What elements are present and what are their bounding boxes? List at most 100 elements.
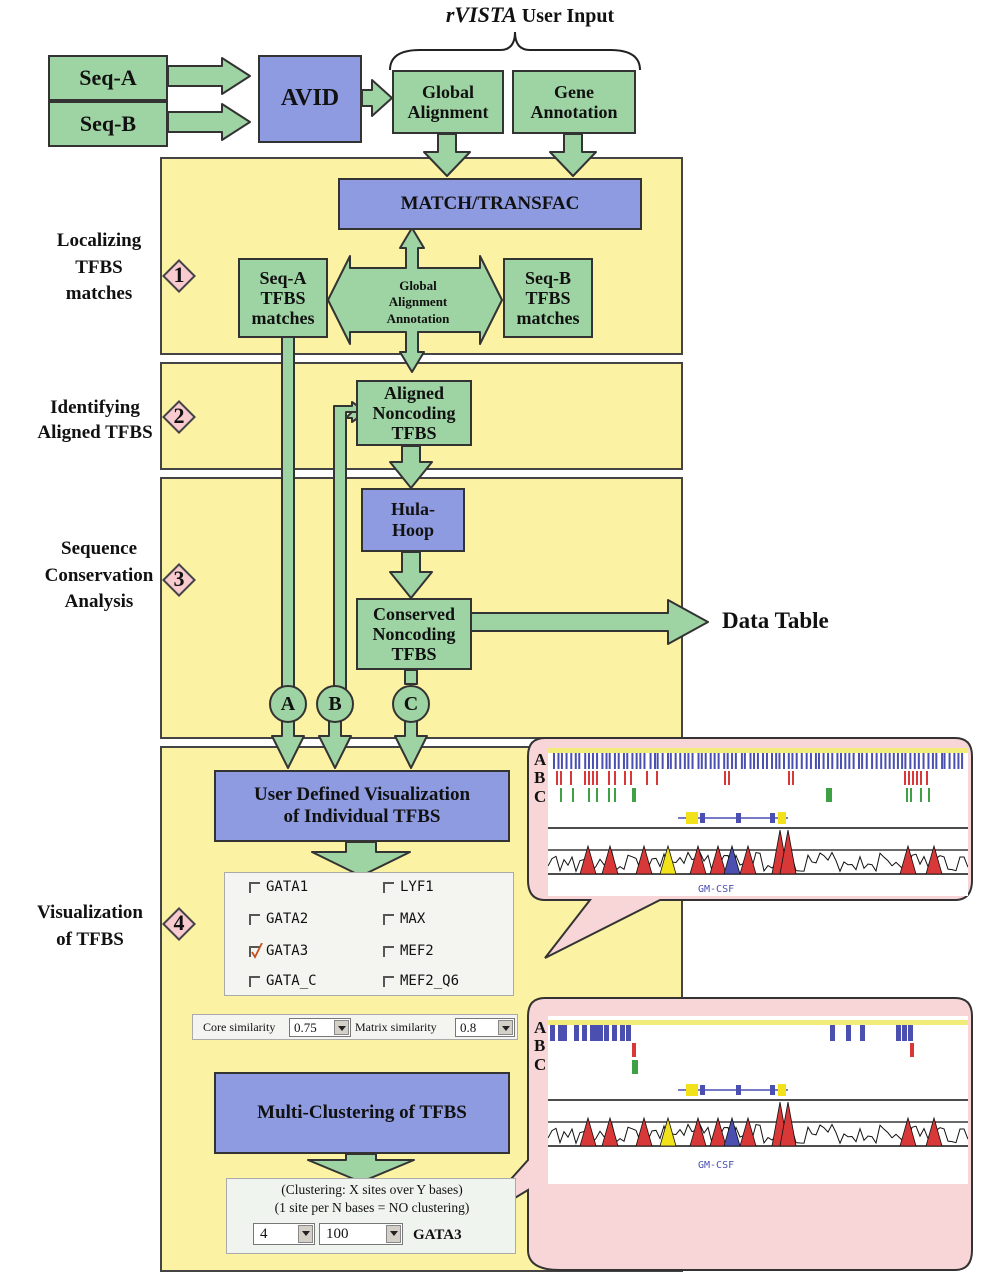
track-b-mark bbox=[584, 771, 586, 785]
track-b-mark bbox=[728, 771, 730, 785]
track-b-mark bbox=[646, 771, 648, 785]
stage3-label: Sequence Conservation Analysis bbox=[44, 538, 154, 613]
track-a-mark bbox=[557, 753, 560, 769]
conservation-peak bbox=[709, 1116, 727, 1147]
track-b-mark bbox=[724, 771, 726, 785]
title-rest: User Input bbox=[516, 5, 615, 27]
track-c-mark bbox=[634, 1060, 636, 1074]
checkbox-gata-c[interactable]: GATA_C bbox=[249, 973, 317, 989]
track-a-mark bbox=[948, 753, 951, 769]
conservation-peak bbox=[659, 1116, 677, 1147]
track-a-mark bbox=[904, 753, 907, 769]
track-b-mark bbox=[614, 771, 616, 785]
track-a-mark bbox=[622, 753, 625, 769]
checkbox-gata2-box[interactable] bbox=[249, 913, 260, 925]
track-a-mark bbox=[913, 753, 916, 769]
line-a bbox=[281, 335, 295, 691]
data-table-label: Data Table bbox=[722, 608, 829, 633]
track-a-mark bbox=[613, 753, 616, 769]
chevron-down-icon[interactable] bbox=[334, 1020, 349, 1035]
track-a-mark bbox=[830, 1025, 835, 1041]
connector-c: C bbox=[392, 685, 430, 723]
track-a-mark bbox=[608, 753, 611, 769]
track-a-mark bbox=[860, 1025, 865, 1041]
conservation-peak bbox=[601, 1116, 619, 1147]
tfbs-checkbox-panel: GATA1 LYF1 GATA2 MAX GATA3 MEF2 GATA_C M… bbox=[224, 872, 514, 996]
checkbox-gata3-box[interactable] bbox=[249, 942, 263, 959]
track-b-mark bbox=[904, 771, 906, 785]
stage1-label: Localizing TFBS matches bbox=[56, 230, 142, 305]
core-similarity-select[interactable]: 0.75 bbox=[289, 1018, 351, 1037]
avid-box: AVID bbox=[258, 55, 362, 143]
checkbox-lyf1-box[interactable] bbox=[383, 881, 394, 893]
track-a-mark bbox=[753, 753, 756, 769]
track-a-mark bbox=[626, 753, 629, 769]
conservation-peak bbox=[925, 844, 943, 875]
checkbox-mef2-box[interactable] bbox=[383, 945, 394, 957]
global-alignment-box: Global Alignment bbox=[392, 70, 504, 134]
track-a-mark bbox=[723, 753, 726, 769]
cluster-y-value: 100 bbox=[326, 1226, 349, 1242]
chevron-down-icon[interactable] bbox=[298, 1225, 313, 1243]
cluster-y-select[interactable]: 100 bbox=[319, 1223, 403, 1245]
track-a-mark bbox=[643, 753, 646, 769]
checkbox-mef2-label: MEF2 bbox=[400, 943, 434, 959]
checkbox-mef2-q6-box[interactable] bbox=[383, 975, 394, 987]
checkbox-mef2[interactable]: MEF2 bbox=[383, 943, 434, 959]
track-a-mark bbox=[817, 753, 820, 769]
track-a-mark bbox=[591, 753, 594, 769]
track-a-mark bbox=[578, 753, 581, 769]
arrow-seqb-avid bbox=[167, 103, 251, 141]
track-a-mark bbox=[631, 753, 634, 769]
track-a-mark bbox=[605, 753, 608, 769]
track-a-mark bbox=[612, 1025, 617, 1041]
checkbox-gata-c-box[interactable] bbox=[249, 975, 260, 987]
track-b-mark bbox=[624, 771, 626, 785]
gene-exon bbox=[700, 813, 705, 823]
top-row-label-a: A bbox=[534, 750, 547, 769]
checkbox-max-box[interactable] bbox=[383, 913, 394, 925]
track-a-mark bbox=[635, 753, 638, 769]
track-a-mark bbox=[775, 753, 778, 769]
checkbox-mef2-q6[interactable]: MEF2_Q6 bbox=[383, 973, 459, 989]
stage4-label: Visualization of TFBS bbox=[37, 902, 143, 950]
gene-exon bbox=[700, 1085, 705, 1095]
track-c-mark bbox=[828, 788, 830, 802]
track-a-mark bbox=[584, 753, 587, 769]
seq-a-tfbs-label: Seq-A TFBS matches bbox=[251, 267, 315, 329]
matrix-similarity-select[interactable]: 0.8 bbox=[455, 1018, 515, 1037]
gene-exon bbox=[778, 812, 786, 824]
chevron-down-icon[interactable] bbox=[386, 1225, 401, 1243]
track-b-mark bbox=[926, 771, 928, 785]
track-b-mark bbox=[556, 771, 558, 785]
arrow-multi-clustering bbox=[307, 1153, 415, 1183]
conservation-peak bbox=[899, 1116, 917, 1147]
match-transfac-box: MATCH/TRANSFAC bbox=[338, 178, 642, 230]
checkbox-lyf1[interactable]: LYF1 bbox=[383, 879, 434, 895]
checkbox-gata2[interactable]: GATA2 bbox=[249, 911, 308, 927]
user-input-title: rVISTA User Input bbox=[410, 2, 650, 28]
seq-b-box: Seq-B bbox=[48, 101, 168, 147]
checkbox-gata3[interactable]: GATA3 bbox=[249, 942, 308, 959]
checkbox-max[interactable]: MAX bbox=[383, 911, 425, 927]
track-b-mark bbox=[908, 771, 910, 785]
track-a-mark bbox=[620, 1025, 625, 1041]
cluster-x-select[interactable]: 4 bbox=[253, 1223, 315, 1245]
track-c-mark bbox=[920, 788, 922, 802]
track-a-mark bbox=[596, 753, 599, 769]
chevron-down-icon[interactable] bbox=[498, 1020, 513, 1035]
track-c-mark bbox=[632, 1060, 634, 1074]
track-a-mark bbox=[626, 1025, 631, 1041]
track-a-mark bbox=[871, 753, 874, 769]
track-a-mark bbox=[908, 1025, 913, 1041]
checkbox-gata1-box[interactable] bbox=[249, 881, 260, 893]
track-a-mark bbox=[565, 753, 568, 769]
checkbox-max-label: MAX bbox=[400, 911, 426, 927]
checkbox-gata1[interactable]: GATA1 bbox=[249, 879, 308, 895]
track-c-mark bbox=[634, 788, 636, 802]
track-c-mark bbox=[632, 788, 634, 802]
checkbox-gata2-label: GATA2 bbox=[266, 911, 309, 927]
gene-exon bbox=[686, 812, 698, 824]
connector-a: A bbox=[269, 685, 307, 723]
track-a-mark bbox=[880, 753, 883, 769]
